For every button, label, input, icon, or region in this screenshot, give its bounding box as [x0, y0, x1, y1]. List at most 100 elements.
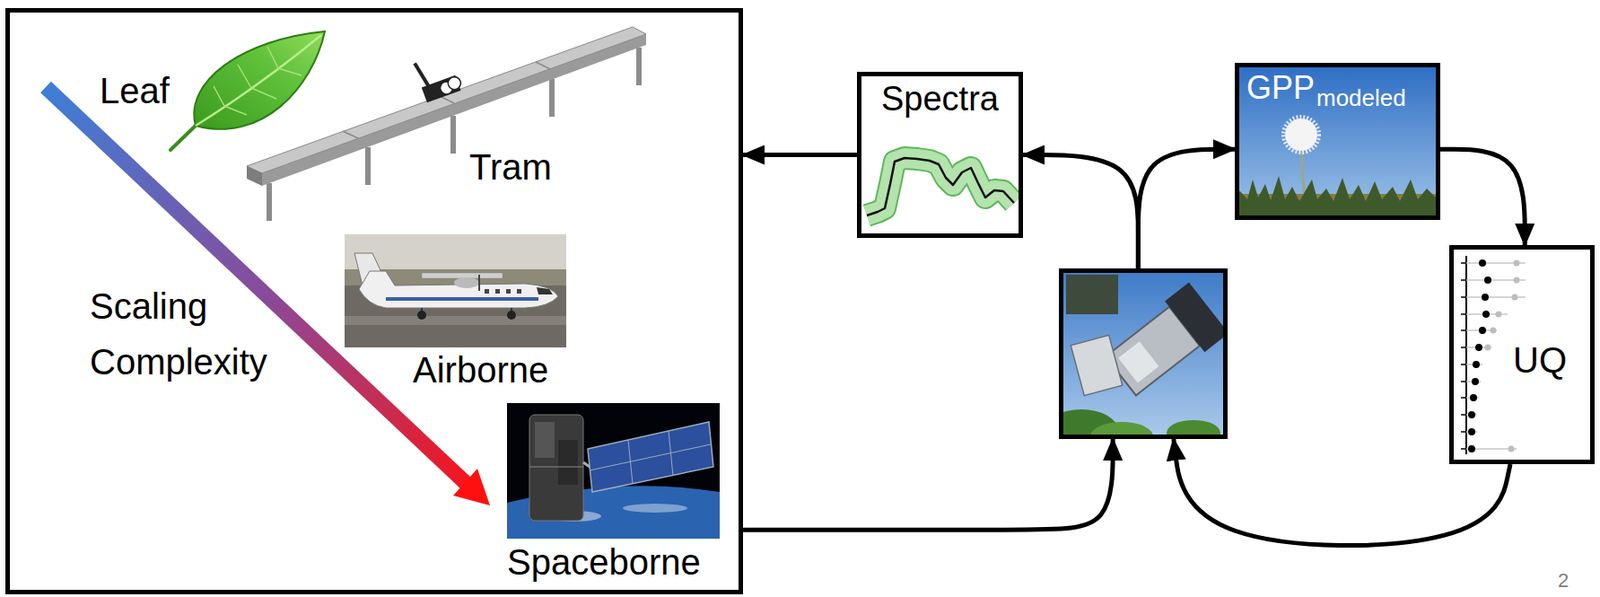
uncertainty-chart [1495, 311, 1503, 318]
aircraft-photo [484, 288, 490, 294]
dandelion-photo [1239, 67, 1436, 216]
uncertainty-chart [1460, 343, 1492, 351]
uq-box: UQ [1449, 244, 1595, 464]
uncertainty-chart [1460, 262, 1467, 264]
aircraft-photo [417, 310, 427, 320]
satellite-image [534, 421, 555, 458]
dandelion-photo [1239, 175, 1436, 216]
tram-structure [636, 47, 642, 86]
satellite-image [558, 439, 578, 485]
flow-arrow [1137, 148, 1235, 269]
aircraft-photo [495, 288, 500, 294]
uncertainty-chart [1485, 344, 1492, 351]
aircraft-photo [478, 274, 481, 291]
uncertainty-chart [1460, 445, 1517, 453]
uncertainty-chart [1460, 326, 1497, 334]
aircraft-photo [385, 297, 539, 301]
spectra-plot [866, 157, 1015, 216]
uncertainty-chart [1460, 259, 1526, 267]
aircraft-photo [344, 234, 567, 348]
tram-structure [414, 61, 429, 88]
uncertainty-chart [1469, 393, 1478, 402]
uncertainty-chart [1460, 279, 1467, 281]
uncertainty-chart [1460, 276, 1526, 284]
uncertainty-chart [1460, 296, 1467, 298]
tram-structure [269, 47, 639, 221]
uncertainty-chart [1460, 377, 1481, 385]
uncertainty-chart [1460, 410, 1478, 419]
satellite-image [589, 444, 711, 471]
tram-structure [365, 147, 371, 185]
instrument-photo [1066, 274, 1119, 315]
tram-structure [246, 26, 647, 221]
aircraft-photo [421, 272, 503, 279]
instrument-photo [1063, 272, 1224, 435]
aircraft-photo [536, 287, 553, 295]
tram-structure [342, 131, 359, 139]
aircraft-photo [344, 234, 567, 348]
uncertainty-chart [1460, 430, 1467, 433]
uncertainty-chart [1460, 310, 1508, 318]
uncertainty-chart [1513, 277, 1521, 284]
box-title: UQ [1512, 339, 1567, 381]
uncertainty-chart [1460, 396, 1467, 399]
satellite-image [587, 421, 714, 492]
uncertainty-chart [1471, 377, 1479, 385]
scale-panel: LeafTramAirborneScaling ComplexitySpaceb… [5, 8, 744, 595]
uncertainty-chart [1460, 413, 1467, 416]
axis-label: Scaling Complexity [89, 278, 315, 390]
tram-structure [549, 78, 555, 117]
uncertainty-chart [1460, 329, 1467, 332]
uncertainty-chart [1482, 310, 1490, 318]
aircraft-photo [516, 288, 522, 294]
satellite-image [589, 430, 711, 484]
spectra-plot [866, 157, 1015, 216]
aircraft-photo [484, 288, 522, 294]
uncertainty-chart [1513, 260, 1521, 267]
instrument-photo [1166, 419, 1221, 435]
uncertainty-chart [1460, 293, 1526, 301]
uncertainty-chart [1460, 428, 1478, 436]
spectra-plot [866, 157, 1015, 216]
instrument-box [1058, 268, 1228, 439]
tram-structure [535, 61, 551, 70]
flow-arrow [743, 438, 1113, 530]
uncertainty-chart [1478, 259, 1487, 267]
uncertainty-chart [1460, 380, 1467, 383]
dandelion-photo [1285, 118, 1318, 151]
dandelion-photo [1283, 116, 1320, 153]
flow-arrow [743, 152, 857, 158]
instrument-photo [1118, 340, 1159, 383]
scale-label: Spaceborne [507, 541, 701, 583]
uncertainty-chart [1460, 360, 1483, 368]
uncertainty-chart [1481, 293, 1489, 301]
uncertainty-chart [1460, 393, 1479, 402]
box-title: Spectra [881, 79, 999, 120]
instrument-photo [1070, 334, 1123, 395]
uncertainty-chart [1468, 445, 1476, 453]
tram-structure [412, 50, 464, 103]
satellite-image [622, 503, 688, 513]
uncertainty-chart [1465, 255, 1468, 455]
page-number: 2 [1557, 568, 1569, 592]
scale-label: Tram [469, 146, 552, 188]
uncertainty-chart [1512, 294, 1519, 301]
tram-structure [342, 61, 551, 139]
tram-structure [246, 26, 647, 174]
uncertainty-chart [1478, 326, 1487, 334]
uncertainty-chart [1508, 445, 1515, 453]
aircraft-photo [507, 310, 516, 320]
uncertainty-chart [1468, 428, 1476, 436]
aircraft-photo [506, 288, 511, 294]
leaf-icon [170, 31, 325, 150]
satellite-image [529, 466, 584, 468]
leaf-icon [193, 31, 325, 130]
flow-arrow [1022, 155, 1138, 270]
instrument-photo [1090, 421, 1154, 435]
leaf-icon [213, 46, 302, 115]
model-box: GPPmodeled [1234, 62, 1441, 220]
uncertainty-chart [1460, 346, 1467, 349]
scale-label: Leaf [99, 69, 170, 112]
